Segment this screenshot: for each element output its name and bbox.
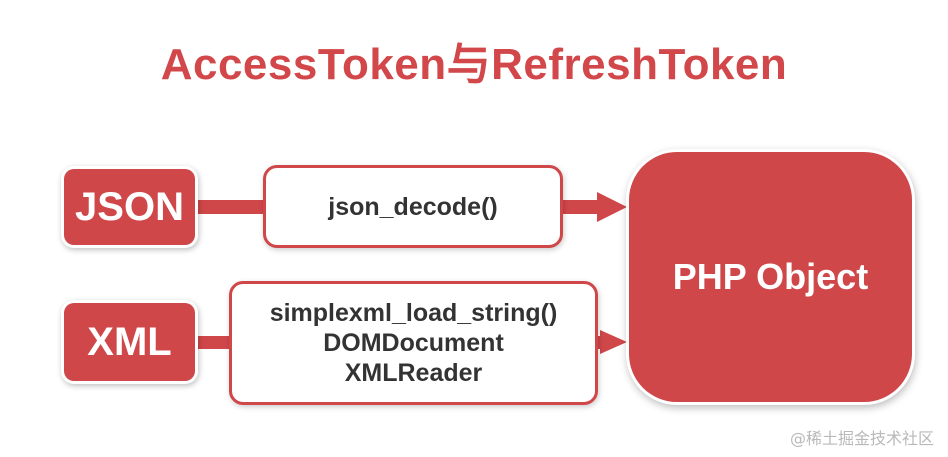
xml-source-box: XML — [64, 303, 195, 381]
json-decode-label: json_decode() — [328, 192, 498, 221]
arrow-parsers-to-php-object — [598, 330, 627, 354]
simplexml-load-string-label: simplexml_load_string() — [269, 299, 558, 327]
xml-source-label: XML — [87, 319, 172, 364]
domdocument-label: DOMDocument — [323, 329, 504, 357]
connector-xml-to-parsers — [195, 336, 231, 349]
json-source-box: JSON — [64, 169, 195, 245]
connector-json-to-decoder — [195, 200, 265, 214]
watermark: @稀土掘金技术社区 — [789, 429, 934, 448]
json-function-box: json_decode() — [263, 165, 563, 248]
xmlreader-label: XMLReader — [344, 359, 483, 387]
php-object-label: PHP Object — [672, 256, 869, 297]
json-source-label: JSON — [75, 184, 184, 229]
diagram-title: AccessToken与RefreshToken — [160, 40, 788, 89]
php-object-box: PHP Object — [629, 152, 912, 402]
xml-function-box: simplexml_load_string() DOMDocument XMLR… — [229, 281, 598, 405]
arrow-decoder-to-php-object — [563, 192, 627, 222]
